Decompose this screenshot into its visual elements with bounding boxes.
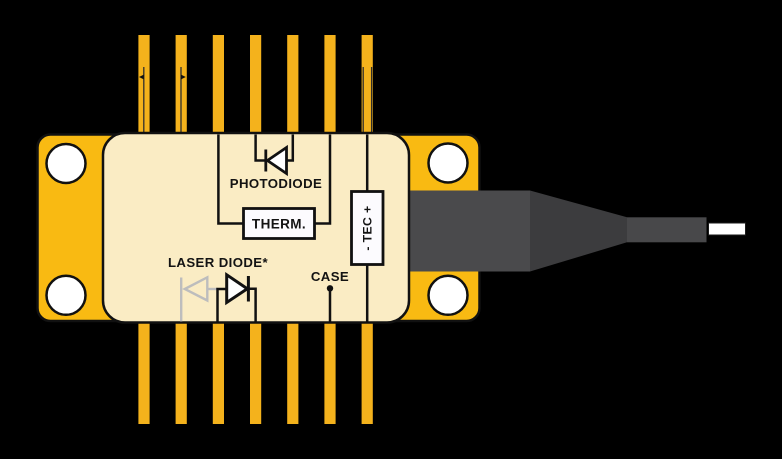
thermistor-box [242,207,316,240]
mounting-hole-bottom-left [45,274,87,317]
bottom-pin-6 [324,320,336,424]
bottom-pin-2 [175,320,187,424]
case-label: CASE [311,269,349,284]
laser-diode-left-wire [216,287,227,322]
mounting-hole-top-right [427,142,469,184]
thermistor-right-wire [314,134,332,225]
top-pin-4 [250,35,262,135]
dimension-arrow-left [139,74,144,80]
laser-diode-label: LASER DIODE* [168,255,269,270]
pin-dimension-marks [139,67,373,133]
top-pin-6 [324,35,336,135]
mounting-holes [45,142,469,317]
mounting-hole-bottom-right [427,274,469,317]
bottom-pin-5 [287,320,299,424]
bottom-pin-4 [250,320,262,424]
tec-box [350,190,385,266]
bottom-pin-7 [361,320,373,424]
top-pin-7 [361,35,373,135]
boot-tip [627,217,707,243]
fiber-boot [410,190,746,272]
bottom-pin-1 [138,320,150,424]
top-pin-5 [287,35,299,135]
internal-schematic: THERM. PHOTODIODE - TEC + CASE LASER DIO… [168,134,385,322]
tec-label: - TEC + [360,205,374,250]
mounting-hole-top-left [45,142,87,185]
thermistor-left-wire [217,134,244,225]
photodiode-label: PHOTODIODE [230,176,322,191]
dimension-arrow-right [181,74,186,80]
thermistor-label: THERM. [252,217,306,232]
laser-diode-triangle [225,271,250,306]
boot-taper [530,190,627,272]
fiber-ferrule [708,222,746,236]
photodiode-left-wire [254,134,265,162]
boot-body [410,190,530,272]
bottom-pins [138,320,373,424]
bottom-pin-3 [212,320,224,424]
top-pin-3 [212,35,224,135]
laser-diode-alt-gray [179,275,218,322]
photodiode-right-wire [286,134,295,162]
laser-diode-right-wire [248,287,257,322]
